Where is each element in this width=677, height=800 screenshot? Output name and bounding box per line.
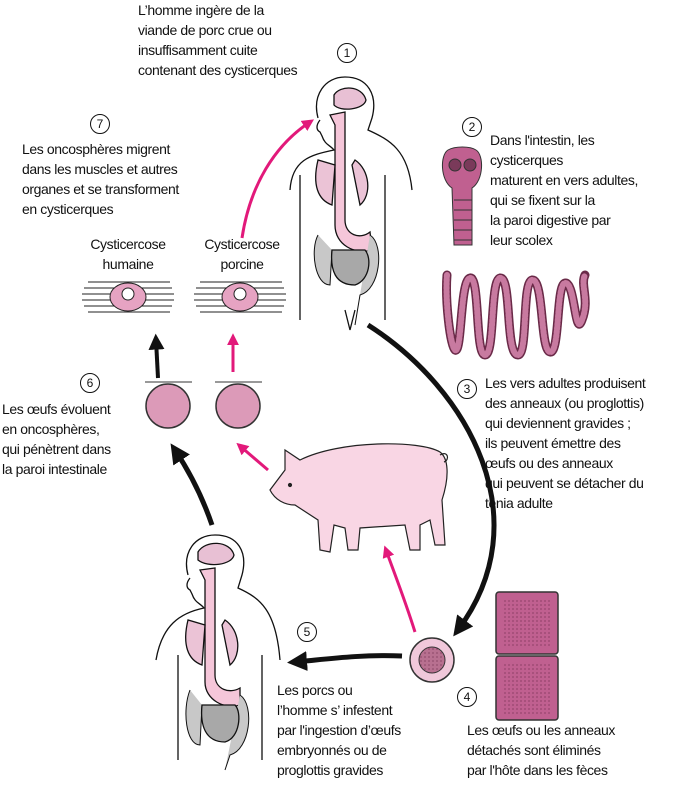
text-line: porcine (220, 256, 264, 272)
text-line: Les œufs évoluent (2, 401, 111, 417)
muscle-cyst-porcine (194, 281, 286, 313)
text-line: en oncosphères, (2, 421, 100, 437)
muscle-cyst-human (82, 281, 174, 313)
text-line: Les vers adultes produisent (485, 375, 646, 391)
oncosphere-porcine (215, 381, 262, 429)
step-number-5: 5 (297, 622, 317, 642)
arrow-pig-to-oncosphere (236, 442, 269, 472)
arrow-adult-to-egg (366, 322, 497, 637)
step-1-text: L’homme ingère de la viande de porc crue… (138, 0, 298, 80)
text-line: par l'ingestion d’œufs (277, 722, 401, 738)
text-line: Les oncosphères migrent (22, 141, 170, 157)
step-4-text: Les œufs ou les anneaux détachés sont él… (467, 720, 615, 780)
text-line: qui peuvent se détacher du (485, 475, 644, 491)
tapeworm-scolex (442, 146, 482, 246)
step-number-3: 3 (457, 379, 477, 399)
label-porcine-cysticercosis: Cysticercose porcine (192, 234, 292, 274)
text-line: L’homme ingère de la (138, 2, 264, 18)
text-line: Cysticercose (204, 236, 280, 252)
arrow-human-to-oncosphere (170, 443, 215, 526)
text-line: proglottis gravides (277, 762, 384, 778)
text-line: qui pénètrent dans (2, 441, 111, 457)
text-line: Dans l'intestin, les (490, 132, 595, 148)
text-line: organes et se transforment (22, 181, 179, 197)
text-line: maturent en vers adultes, (490, 172, 638, 188)
text-line: leur scolex (490, 232, 553, 248)
text-line: insuffisamment cuite (138, 42, 258, 58)
text-line: dans les muscles et autres (22, 161, 178, 177)
step-3-text: Les vers adultes produisent des anneaux … (485, 373, 646, 513)
arrow-egg-to-human (287, 651, 403, 672)
step-number-6: 6 (80, 373, 100, 393)
label-human-cysticercosis: Cysticercose humaine (78, 234, 178, 274)
adult-tapeworm (442, 270, 590, 360)
text-line: contenant des cysticerques (138, 62, 298, 78)
text-line: par l'hôte dans les fèces (467, 762, 608, 778)
step-5-text: Les porcs ou l’homme s’ infestent par l'… (277, 680, 401, 780)
human-host-top (289, 76, 413, 331)
text-line: Les œufs ou les anneaux (467, 722, 616, 738)
step-number-4: 4 (457, 687, 477, 707)
step-number-2: 2 (462, 117, 482, 137)
text-line: qui se fixent sur la (490, 192, 595, 208)
text-line: en cysticerques (22, 201, 114, 217)
step-6-text: Les œufs évoluent en oncosphères, qui pé… (2, 399, 111, 479)
text-line: la paroi digestive par (490, 212, 611, 228)
step-7-text: Les oncosphères migrent dans les muscles… (22, 139, 179, 219)
pig (269, 443, 449, 553)
text-line: qui deviennent gravides ; (485, 415, 631, 431)
arrow-pork-to-human (240, 119, 315, 239)
taenia-egg (409, 637, 455, 683)
text-line: humaine (102, 256, 154, 272)
gravid-proglottids (495, 591, 559, 721)
text-line: des anneaux (ou proglottis) (485, 395, 644, 411)
text-line: détachés sont éliminés (467, 742, 601, 758)
text-line: la paroi intestinale (2, 461, 107, 477)
text-line: Cysticercose (90, 236, 166, 252)
text-line: cysticerques (490, 152, 564, 168)
step-number-1: 1 (337, 43, 357, 63)
text-line: l’homme s’ infestent (277, 702, 393, 718)
text-line: œufs ou des anneaux (485, 455, 613, 471)
step-number-7: 7 (90, 114, 110, 134)
text-line: embryonnés ou de (277, 742, 387, 758)
arrow-oncosphere-to-muscle-human (148, 333, 165, 379)
text-line: ténia adulte (485, 495, 553, 511)
text-line: Les porcs ou (277, 682, 353, 698)
text-line: viande de porc crue ou (138, 22, 272, 38)
oncosphere-human (145, 381, 192, 429)
step-2-text: Dans l'intestin, les cysticerques mature… (490, 130, 638, 250)
human-host-bottom (155, 534, 281, 771)
arrow-egg-to-pig (382, 545, 417, 633)
text-line: ils peuvent émettre des (485, 435, 621, 451)
